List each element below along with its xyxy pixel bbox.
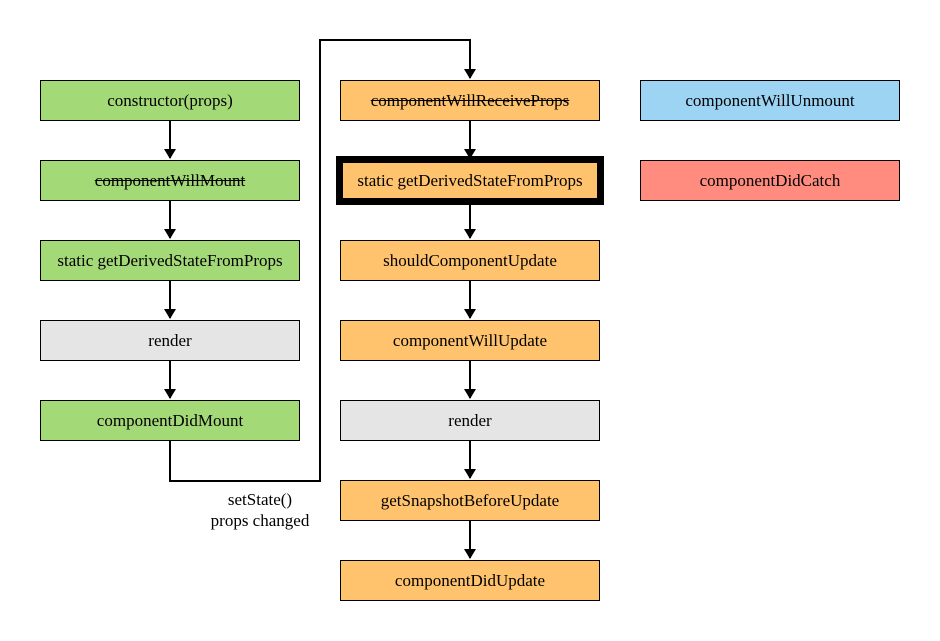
- update-get-derived-state-label: static getDerivedStateFromProps: [357, 170, 583, 190]
- should-component-update-label: shouldComponentUpdate: [383, 250, 557, 270]
- mount-get-derived-state-box: static getDerivedStateFromProps: [40, 240, 300, 281]
- component-will-receive-props-box: componentWillReceiveProps: [340, 80, 600, 121]
- component-did-catch-label: componentDidCatch: [699, 170, 841, 190]
- constructor-label: constructor(props): [107, 90, 233, 110]
- arrow-did-mount-to-will-receive-props: [169, 39, 476, 482]
- loop-edge-label: setState() props changed: [190, 489, 330, 531]
- component-will-mount-label: componentWillMount: [94, 170, 246, 190]
- mount-render-box: render: [40, 320, 300, 361]
- update-get-derived-state-box: static getDerivedStateFromProps: [336, 156, 604, 205]
- component-will-unmount-label: componentWillUnmount: [685, 90, 855, 110]
- constructor-box: constructor(props): [40, 80, 300, 121]
- component-will-update-label: componentWillUpdate: [392, 330, 548, 350]
- component-did-mount-label: componentDidMount: [96, 410, 244, 430]
- edge-label-props-changed: props changed: [210, 511, 310, 530]
- update-render-box: render: [340, 400, 600, 441]
- get-snapshot-before-update-label: getSnapshotBeforeUpdate: [380, 490, 560, 510]
- get-snapshot-before-update-box: getSnapshotBeforeUpdate: [340, 480, 600, 521]
- component-did-update-box: componentDidUpdate: [340, 560, 600, 601]
- edge-label-set-state: setState(): [227, 490, 293, 509]
- update-render-label: render: [448, 410, 492, 430]
- component-did-catch-box: componentDidCatch: [640, 160, 900, 201]
- component-did-mount-box: componentDidMount: [40, 400, 300, 441]
- component-will-unmount-box: componentWillUnmount: [640, 80, 900, 121]
- mount-get-derived-state-label: static getDerivedStateFromProps: [57, 250, 283, 270]
- component-will-update-box: componentWillUpdate: [340, 320, 600, 361]
- component-will-mount-box: componentWillMount: [40, 160, 300, 201]
- mount-render-label: render: [148, 330, 192, 350]
- component-will-receive-props-label: componentWillReceiveProps: [370, 90, 570, 110]
- component-did-update-label: componentDidUpdate: [394, 570, 546, 590]
- should-component-update-box: shouldComponentUpdate: [340, 240, 600, 281]
